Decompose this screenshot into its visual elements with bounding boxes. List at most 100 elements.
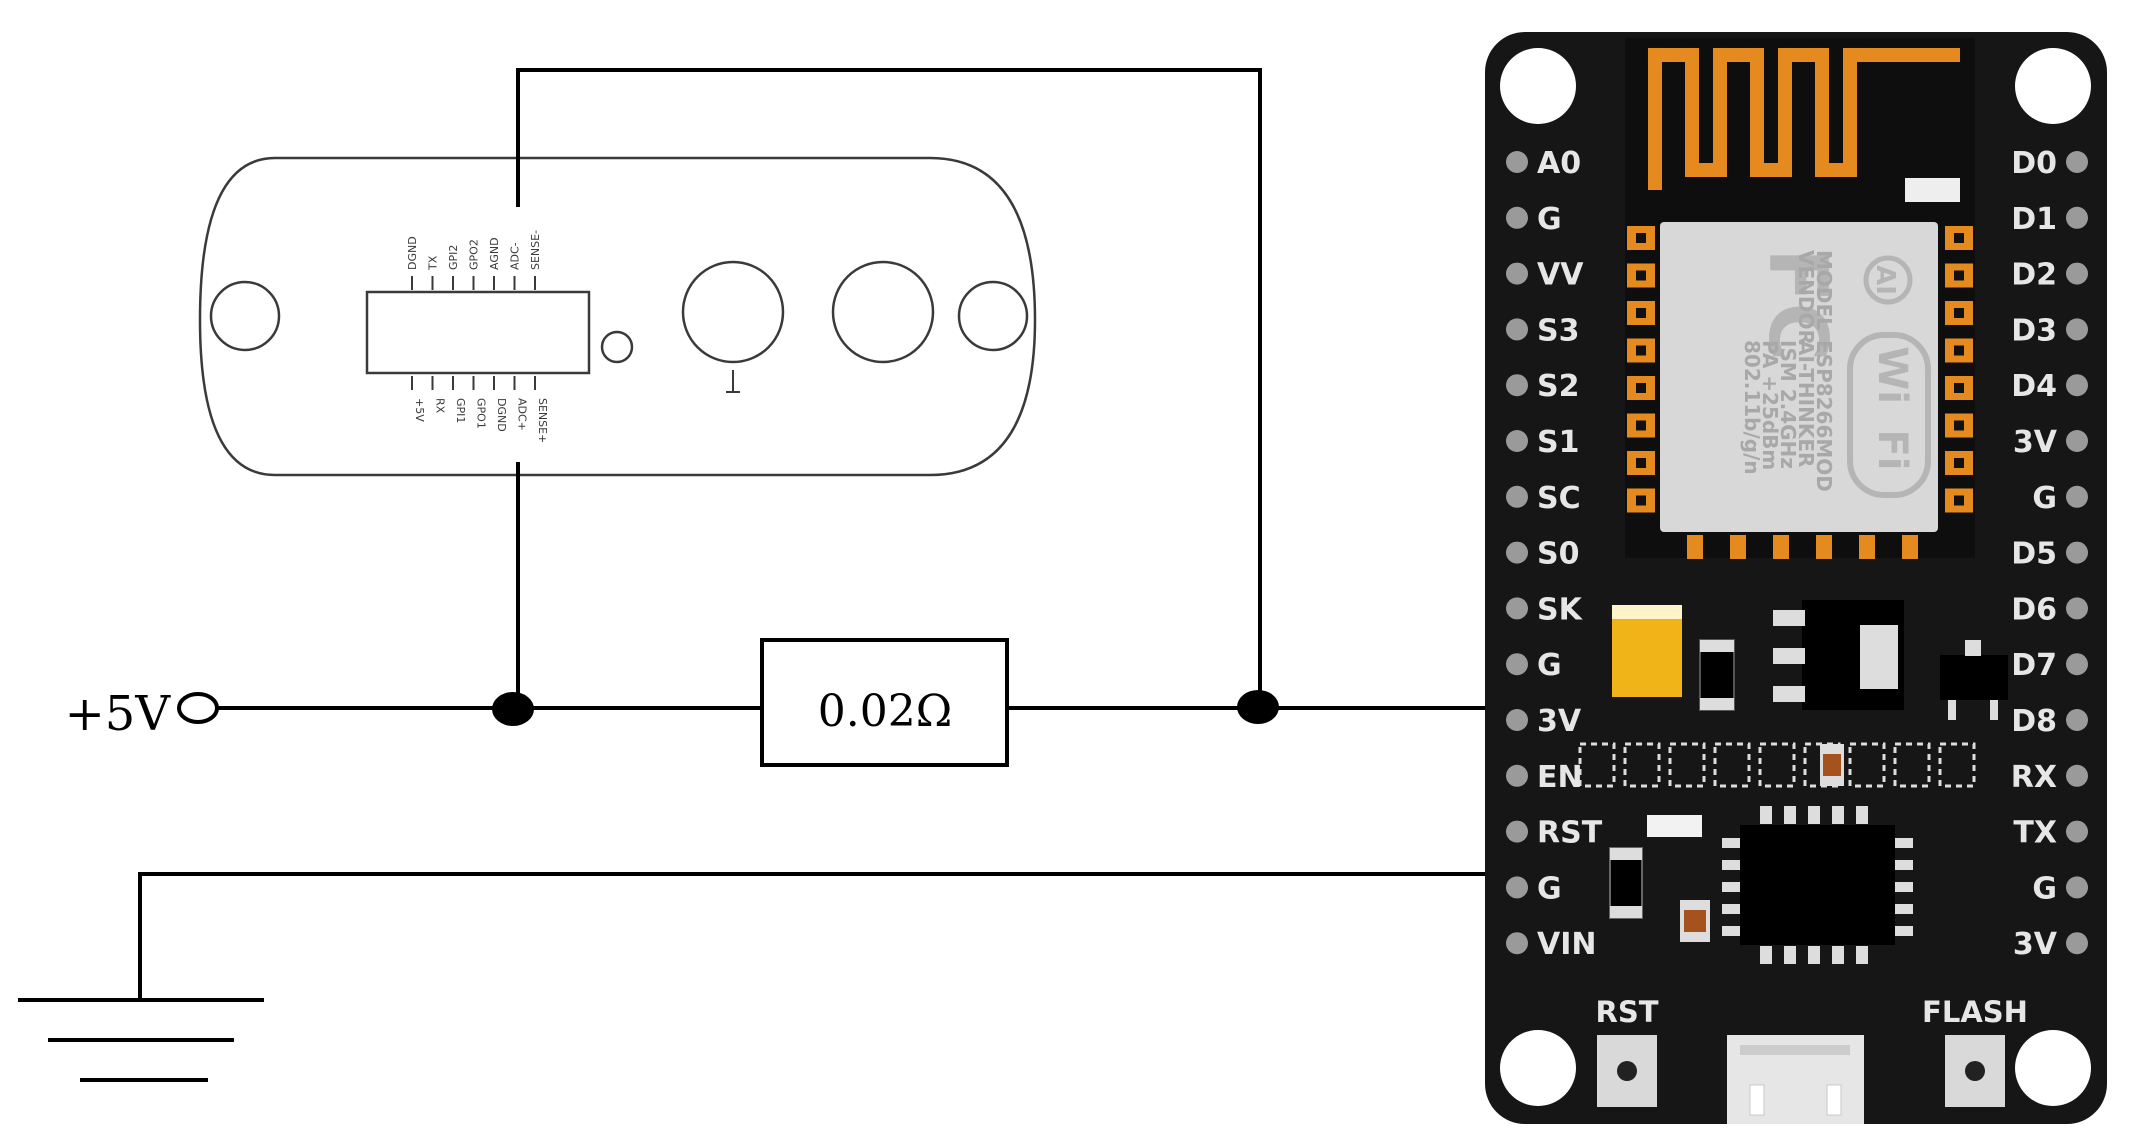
ground-mark-icon [726,370,740,393]
reset-button-cap[interactable] [1617,1061,1637,1081]
shunt-resistor [760,638,1009,767]
board-hole-top-right [2015,48,2091,124]
chip-pin [1808,806,1820,824]
left-pin-label: S1 [1537,425,1579,460]
left-pin-dot[interactable] [1506,932,1528,955]
left-pin-dot[interactable] [1506,541,1528,564]
left-pin-label: G [1537,202,1562,237]
right-pin-dot[interactable] [2066,374,2088,397]
sensor-top-pin-label: GPI2 [447,245,460,270]
right-pin-label: 3V [2013,425,2058,460]
right-pin-label: D1 [2011,202,2057,237]
chip-pin [1722,904,1740,914]
castellation-hole [1954,270,1964,281]
right-pin-label: D4 [2011,369,2057,404]
right-pin-dot[interactable] [2066,485,2088,508]
flash-button-label: FLASH [1922,995,2028,1029]
chip-pin [1722,860,1740,870]
right-pin-label: D5 [2011,537,2057,572]
left-pin-label: S0 [1537,537,1579,572]
left-pin-dot[interactable] [1506,485,1528,508]
wire-adc-minus [516,68,1262,708]
board-hole-top-left [1500,48,1576,124]
left-pin-dot[interactable] [1506,597,1528,620]
left-pin-dot[interactable] [1506,151,1528,173]
left-pin-dot[interactable] [1506,653,1528,676]
module-marking: VENDOR [1794,250,1818,345]
left-pin-dot[interactable] [1506,206,1528,229]
right-pin-dot[interactable] [2066,206,2088,229]
castellation-pad [1816,535,1832,559]
right-pin-dot[interactable] [2066,764,2088,787]
castellation-hole [1954,345,1964,356]
right-pin-dot[interactable] [2066,932,2088,955]
diode-pad [1610,848,1642,860]
right-pin-dot[interactable] [2066,709,2088,731]
chip-pin [1895,838,1913,848]
left-pin-label: RST [1537,816,1603,851]
castellation-hole [1954,420,1964,431]
left-pin-dot[interactable] [1506,374,1528,397]
diode-pad [1700,698,1734,710]
supply-terminal-icon [177,692,219,724]
left-pin-label: SK [1537,592,1584,627]
right-pin-label: G [2032,481,2057,516]
castellation-pad [1730,535,1746,559]
ground-symbol-icon [18,998,264,1082]
regulator-pin [1773,686,1805,702]
module-castellations [1627,226,1973,559]
left-pin-dot[interactable] [1506,876,1528,899]
castellation-hole [1636,458,1646,468]
regulator-tab [1860,625,1898,689]
castellation-hole [1954,233,1964,243]
right-pin-dot[interactable] [2066,151,2088,173]
left-pin-label: VV [1537,258,1584,293]
right-pin-label: D3 [2011,313,2057,348]
board-hole-bottom-left [1500,1030,1576,1106]
chip-body [1740,825,1895,945]
right-pin-dot[interactable] [2066,876,2088,899]
left-pin-dot[interactable] [1506,318,1528,341]
transistor-pin [1965,640,1981,656]
module-text-block: FC [1751,248,1844,361]
smd-footprint [1938,742,1976,788]
right-pin-dot[interactable] [2066,541,2088,564]
transistor-pin [1948,700,1956,720]
sensor-button [681,260,785,364]
left-pin-label: VIN [1537,927,1597,962]
right-pin-dot[interactable] [2066,653,2088,676]
sensor-bottom-pin-label: GPI1 [454,398,467,423]
right-pin-dot[interactable] [2066,318,2088,341]
right-pin-dot[interactable] [2066,430,2088,452]
sensor-bottom-pin-label: DGND [495,398,508,432]
right-pin-label: D8 [2011,704,2057,739]
left-pin-dot[interactable] [1506,262,1528,285]
sensor-module-outline [198,156,1037,477]
left-pin-dot[interactable] [1506,820,1528,843]
sensor-top-pin-label: AGND [488,237,501,270]
sensor-top-pin-label: TX [427,255,440,271]
right-pin-label: RX [2011,760,2057,795]
chip-pin [1784,946,1796,964]
left-pin-dot[interactable] [1506,764,1528,787]
right-pin-label: D2 [2011,258,2057,293]
chip-pin [1832,806,1844,824]
right-pin-dot[interactable] [2066,597,2088,620]
castellation-pad [1902,535,1918,559]
flash-button-cap[interactable] [1965,1061,1985,1081]
castellation-hole [1954,458,1964,468]
left-pin-dot[interactable] [1506,709,1528,731]
left-pin-dot[interactable] [1506,430,1528,452]
wires [138,68,1508,1000]
wifi-logo-wi: Wi [1869,346,1915,404]
chip-pin [1722,926,1740,936]
chip-pin [1722,838,1740,848]
right-pin-dot[interactable] [2066,262,2088,285]
right-pin-dot[interactable] [2066,820,2088,843]
mounting-hole-right [957,280,1029,352]
